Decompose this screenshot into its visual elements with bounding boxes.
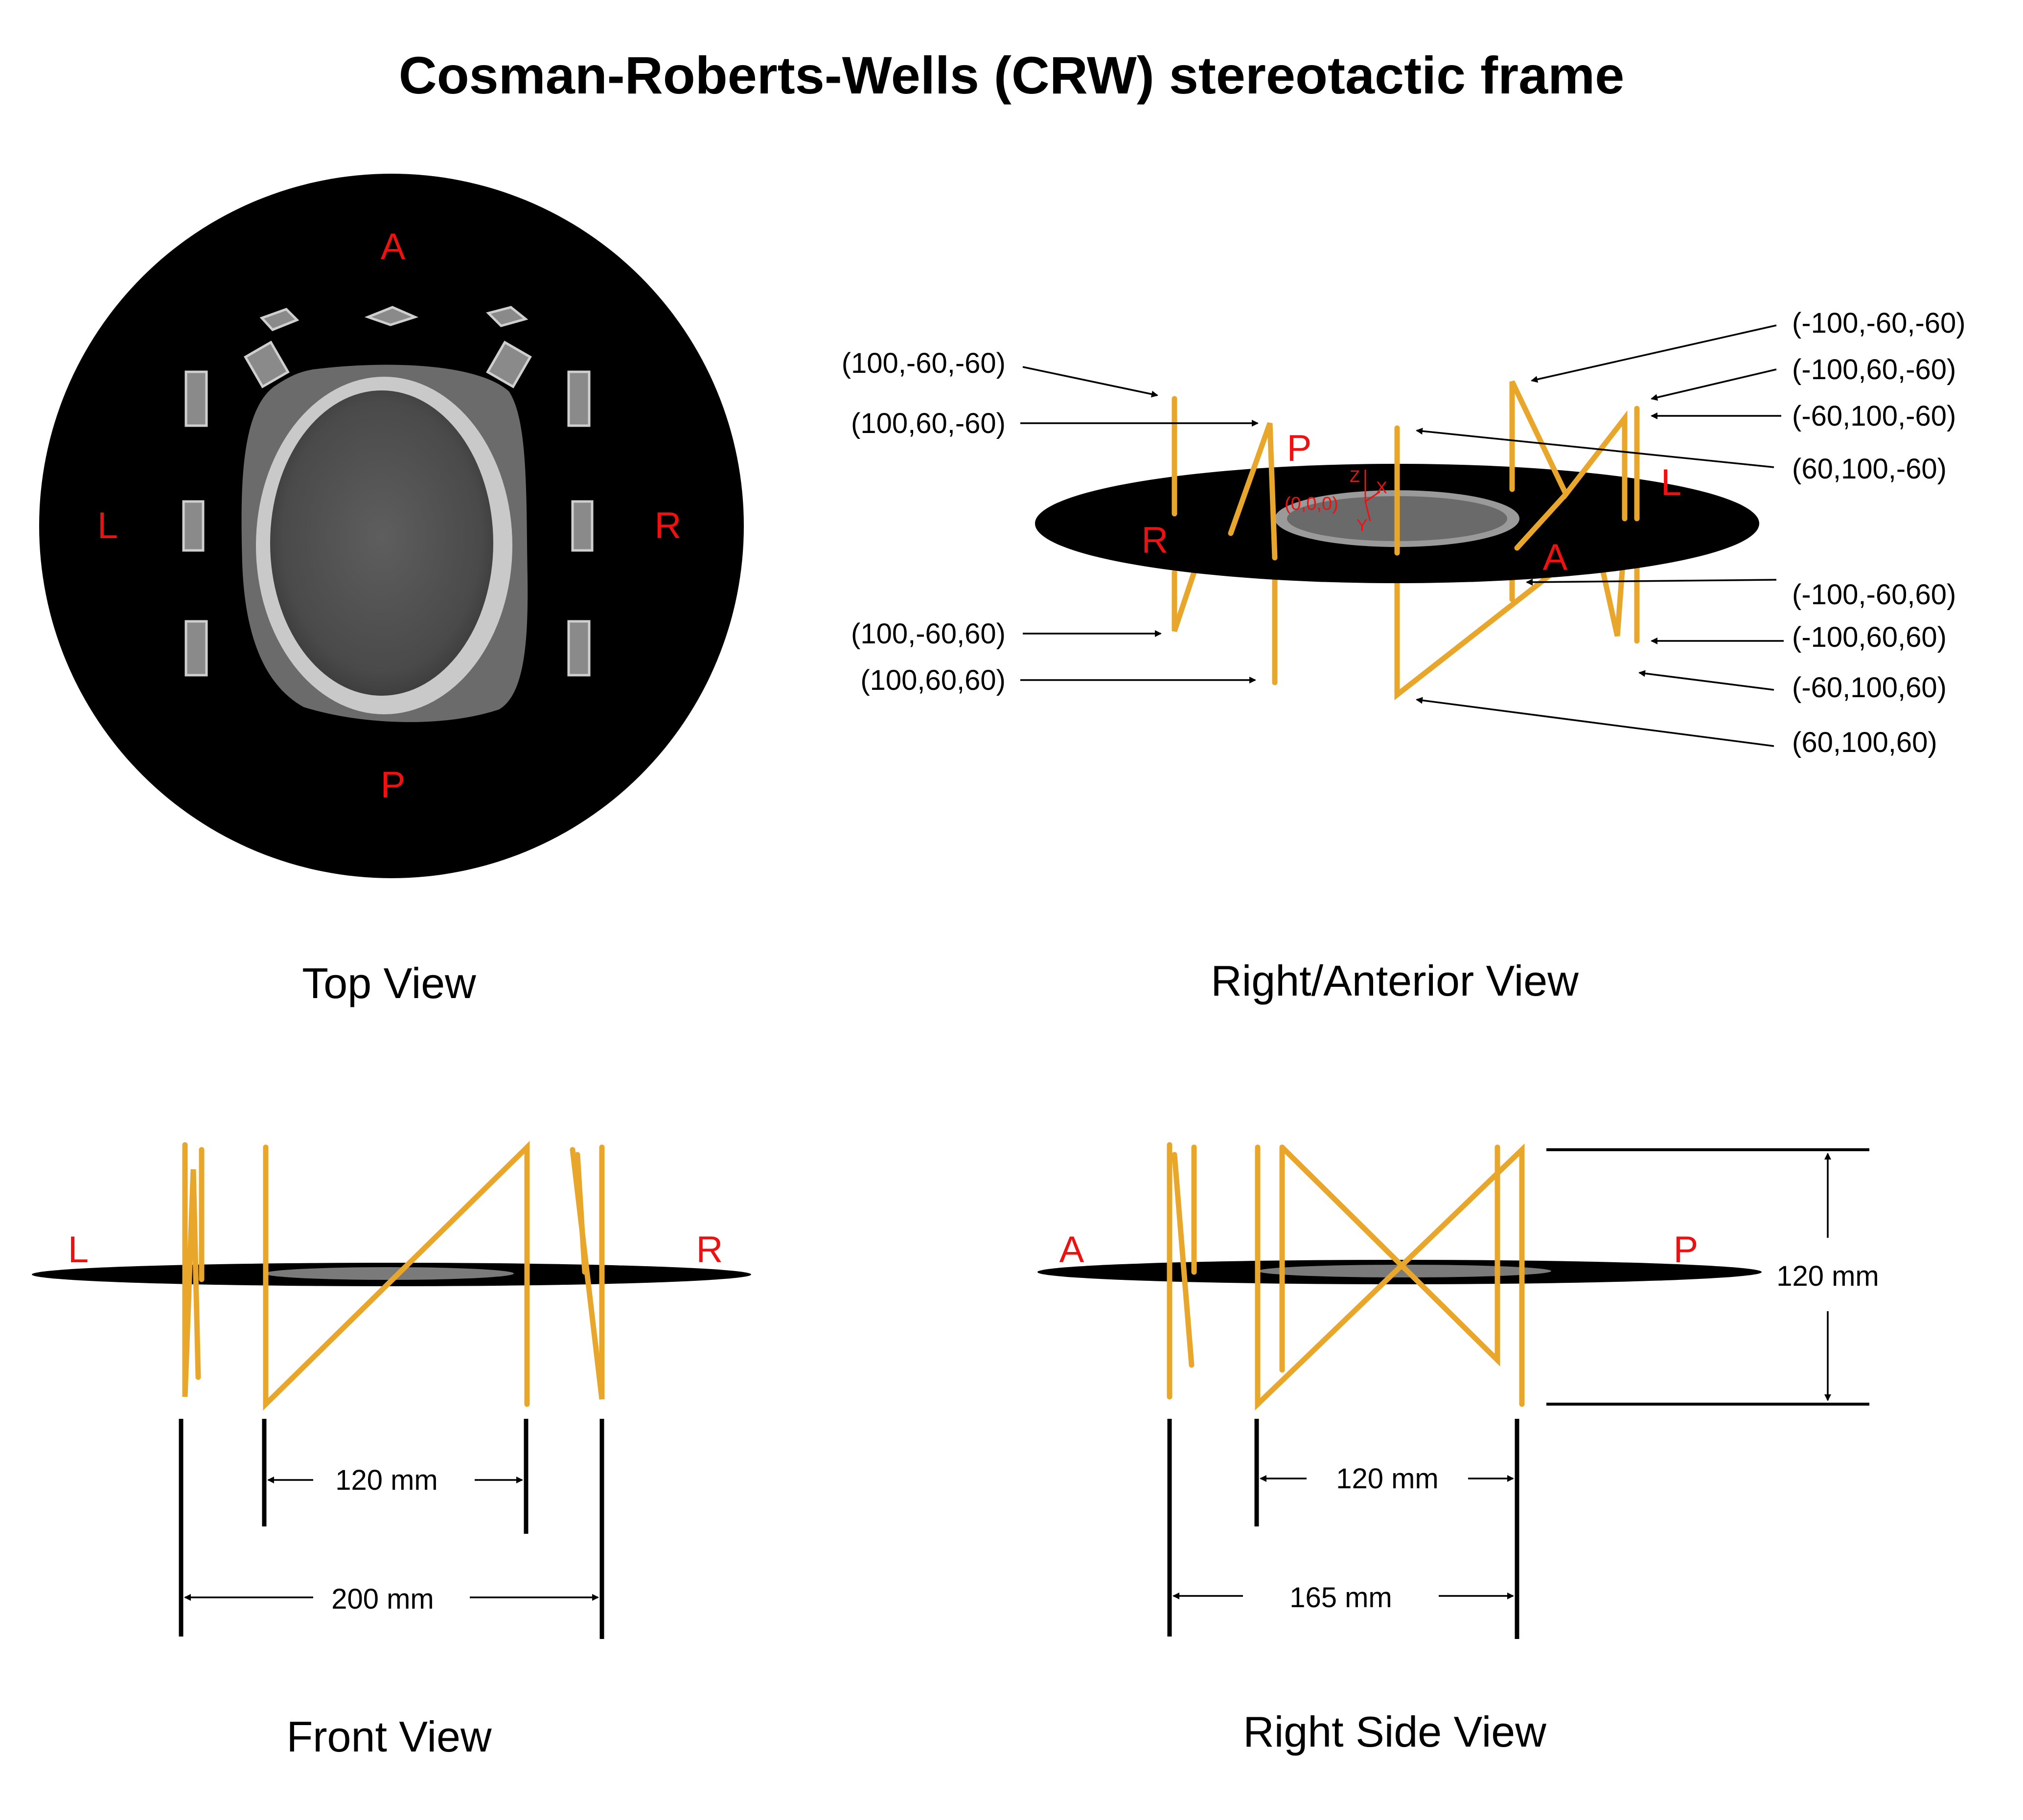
callout-label: (60,100,-60) — [1792, 453, 1947, 485]
axis-gizmo — [1364, 470, 1380, 522]
callout-label: (-60,100,60) — [1792, 672, 1947, 704]
front-dimension-arrows — [184, 1477, 599, 1601]
oblique-view: Z X Y (0,0,0) R P L A — [842, 307, 1966, 1005]
front-skull-slice — [264, 1267, 514, 1280]
side-dimension-ticks — [1167, 1419, 1519, 1639]
side-view-caption: Right Side View — [1243, 1707, 1546, 1756]
side-label-anterior: A — [1059, 1229, 1084, 1271]
top-view-caption: Top View — [302, 959, 476, 1007]
axis-label-x: X — [1376, 478, 1387, 497]
side-dimension-height: 120 mm — [1776, 1260, 1879, 1292]
callout-arrows — [1020, 324, 1784, 747]
callout-label: (100,60,60) — [860, 664, 1006, 696]
callout-label: (100,-60,60) — [851, 618, 1006, 650]
top-view-label-right: R — [655, 505, 682, 546]
figure-title: Cosman-Roberts-Wells (CRW) stereotactic … — [398, 46, 1625, 105]
side-height-guides — [1546, 1148, 1869, 1406]
callout-label: (-100,60,-60) — [1792, 354, 1956, 386]
axis-label-y: Y — [1356, 516, 1368, 535]
top-view-label-left: L — [97, 505, 118, 546]
fiducial-markers — [182, 306, 594, 677]
front-view: L R 120 mm 200 mm Front View — [32, 1140, 751, 1761]
oblique-label-right: R — [1142, 520, 1169, 561]
callout-label: (-100,-60,60) — [1792, 579, 1956, 611]
axis-label-z: Z — [1350, 467, 1360, 486]
front-dimension-inner: 120 mm — [335, 1464, 438, 1496]
oblique-label-left: L — [1661, 462, 1681, 503]
front-dimension-ticks — [179, 1419, 604, 1639]
front-rods — [182, 1140, 605, 1411]
brain-interior — [270, 390, 493, 696]
top-view: A P L R Top View — [39, 174, 744, 1007]
callout-label: (-100,60,60) — [1792, 621, 1947, 653]
front-view-caption: Front View — [287, 1712, 492, 1761]
side-dimension-outer: 165 mm — [1289, 1582, 1392, 1614]
top-view-label-posterior: P — [381, 764, 406, 806]
front-dimension-outer: 200 mm — [331, 1583, 434, 1615]
callout-label: (60,100,60) — [1792, 727, 1937, 758]
oblique-label-posterior: P — [1287, 428, 1312, 469]
oblique-view-caption: Right/Anterior View — [1211, 956, 1579, 1005]
side-dimension-inner: 120 mm — [1336, 1463, 1439, 1495]
oblique-label-anterior: A — [1543, 537, 1568, 578]
side-label-posterior: P — [1674, 1229, 1699, 1271]
callout-label: (-60,100,-60) — [1792, 400, 1956, 432]
side-rods — [1167, 1142, 1525, 1410]
side-view: A P 120 mm 120 mm 165 mm Right Side View — [1037, 1142, 1879, 1756]
axis-label-origin: (0,0,0) — [1285, 494, 1338, 514]
callout-label: (100,-60,-60) — [842, 347, 1006, 379]
callout-label: (100,60,-60) — [851, 408, 1006, 439]
front-label-right: R — [696, 1229, 723, 1271]
top-view-label-anterior: A — [381, 226, 406, 268]
callout-label: (-100,-60,-60) — [1792, 307, 1966, 339]
front-label-left: L — [68, 1229, 89, 1271]
side-dimension-arrows — [1172, 1475, 1514, 1599]
